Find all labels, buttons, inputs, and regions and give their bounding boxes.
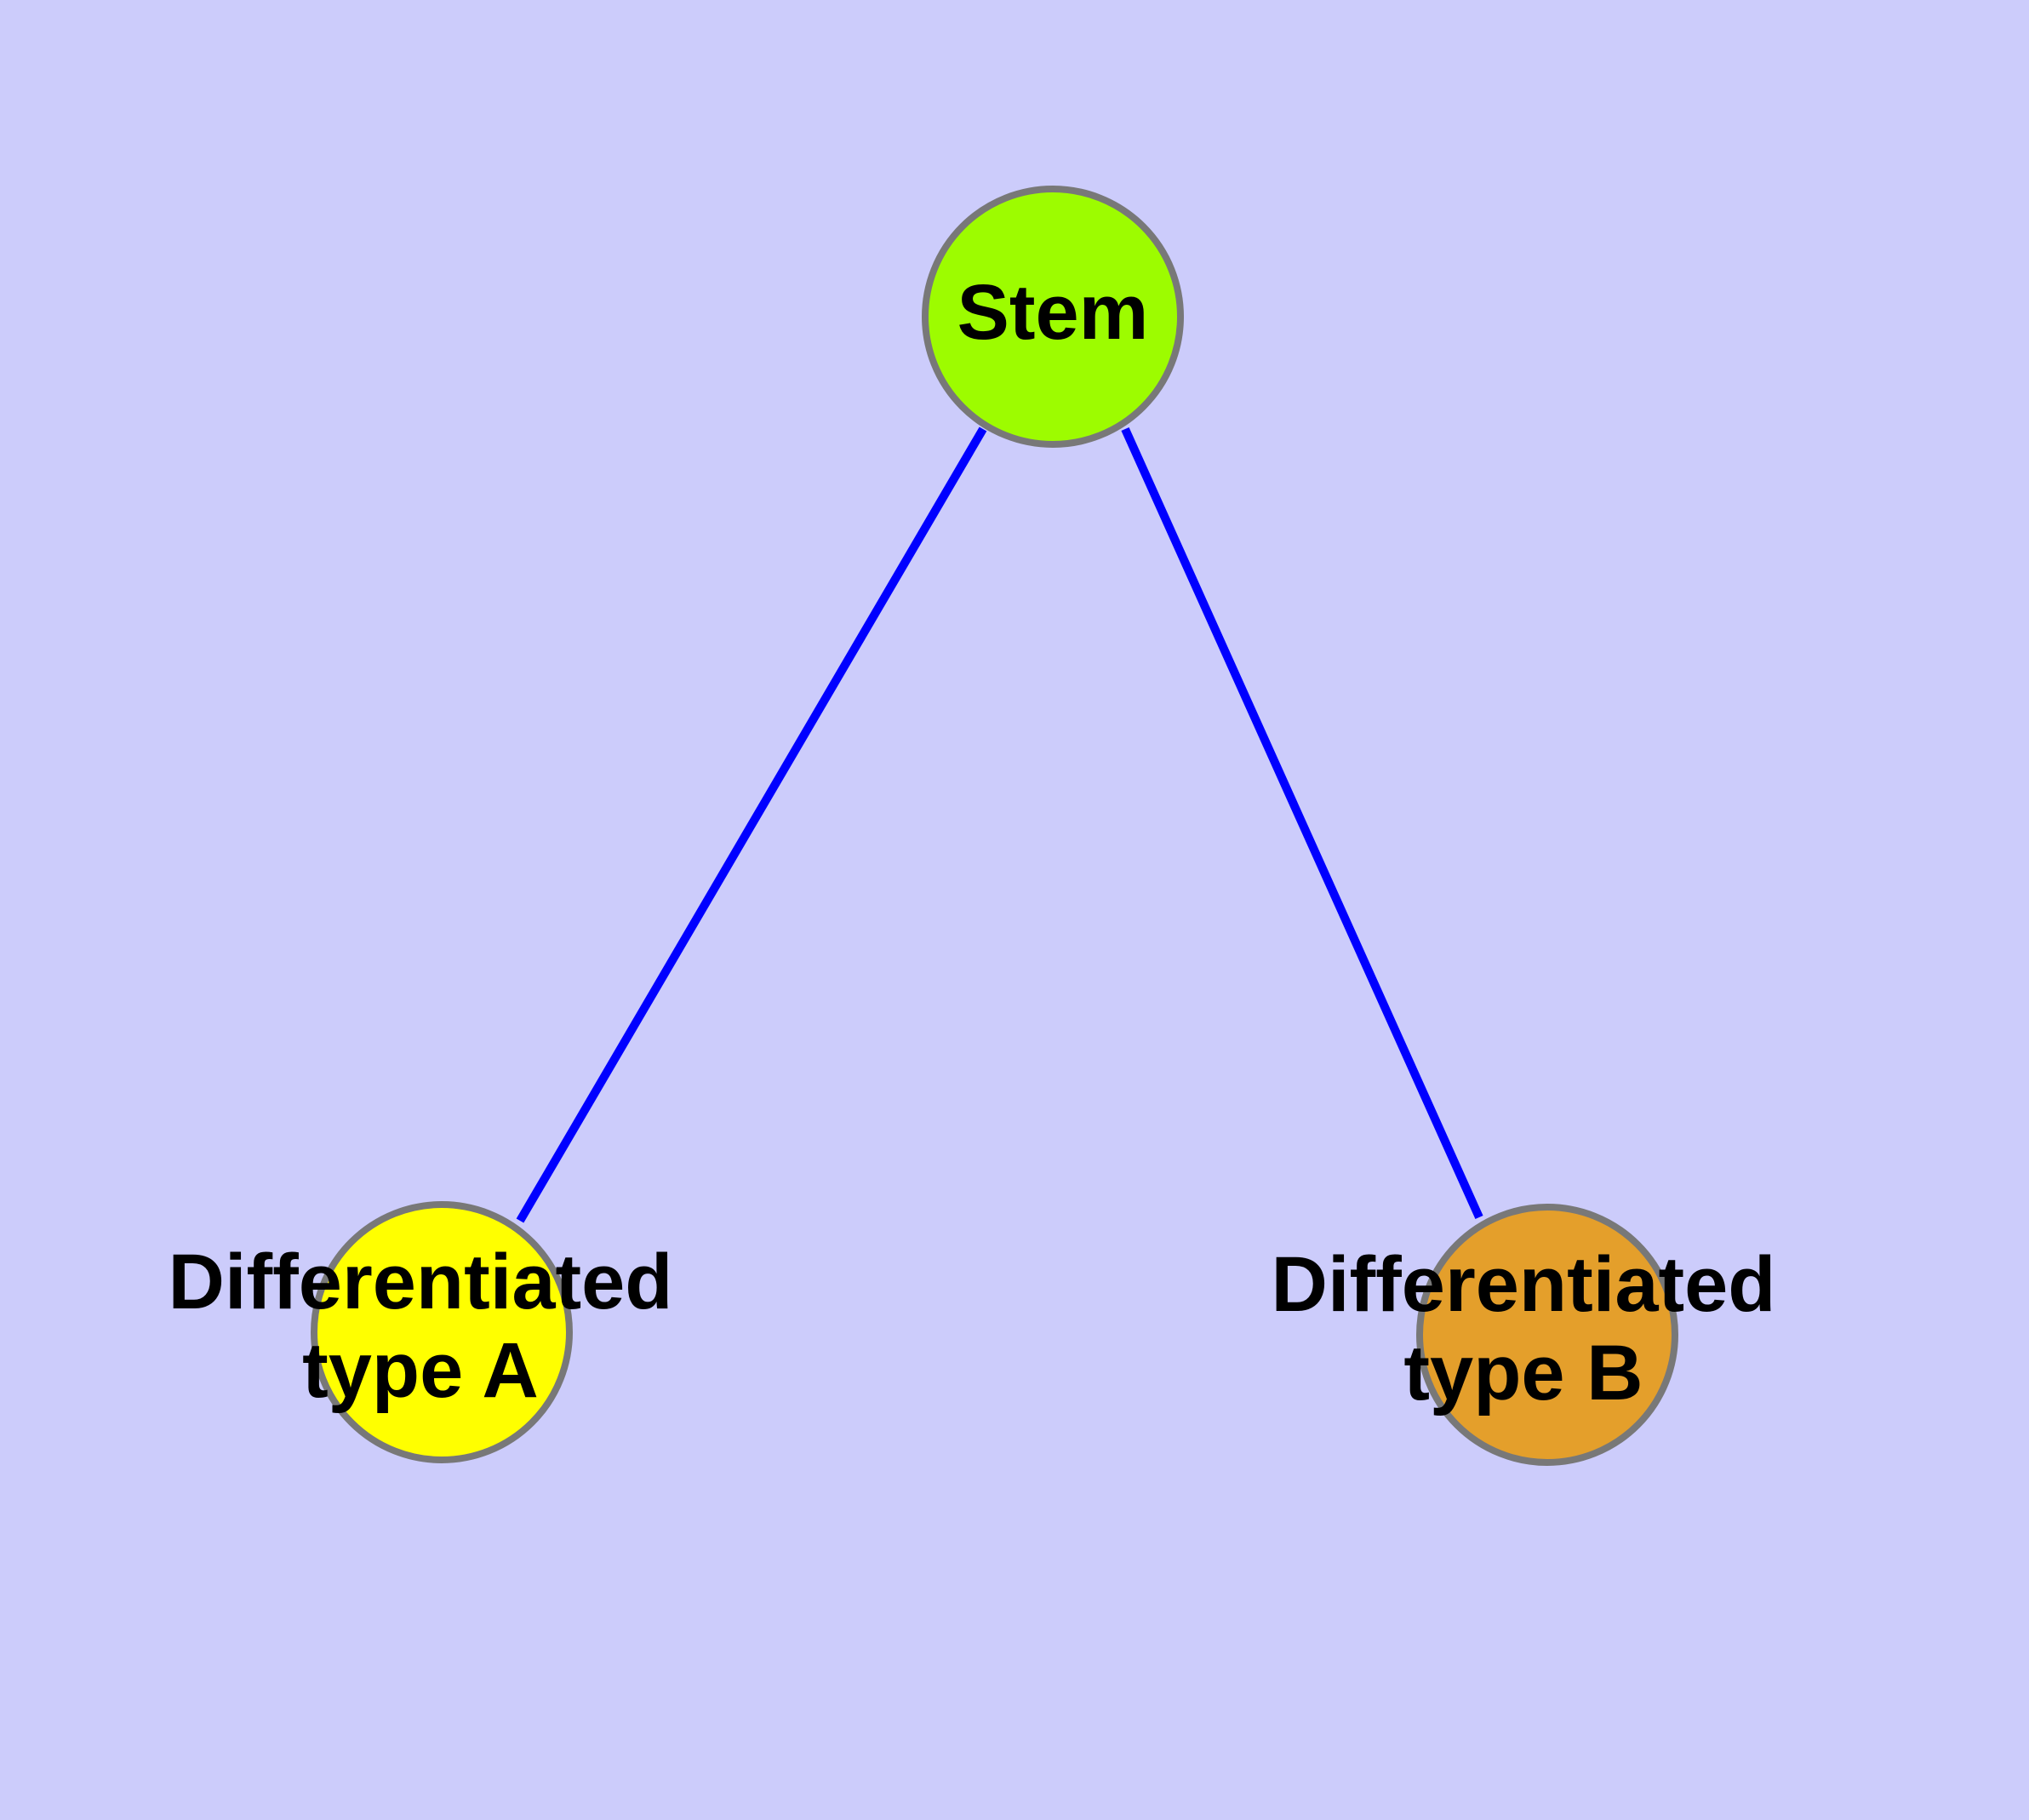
edge-stem-to-diff-a[interactable] (516, 426, 987, 1223)
node-diff-a[interactable] (311, 1201, 573, 1463)
edge-layer (516, 426, 1483, 1223)
node-label-line: Differentiated (1272, 1241, 1776, 1328)
node-label-line: Stem (957, 269, 1149, 356)
node-label-stem: Stem (957, 269, 1149, 356)
node-label-line: type A (302, 1327, 539, 1414)
node-stem[interactable] (922, 186, 1184, 448)
node-label-line: Differentiated (169, 1239, 673, 1325)
node-layer (311, 186, 1678, 1466)
node-label-line: type B (1403, 1330, 1643, 1417)
node-diff-b[interactable] (1416, 1204, 1678, 1466)
edge-stem-to-diff-b[interactable] (1121, 426, 1483, 1220)
